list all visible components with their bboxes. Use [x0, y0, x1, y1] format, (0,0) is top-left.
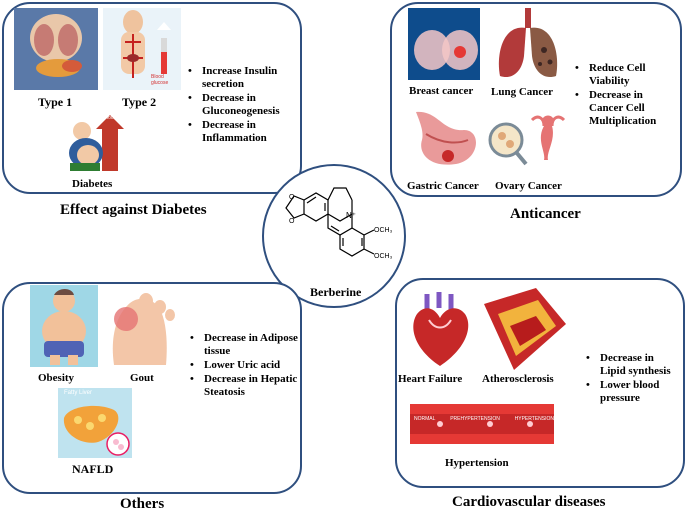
pressure-scale: NORMAL PREHYPERTENSION HYPERTENSION	[414, 416, 554, 422]
fatty-liver-text: Fatty Liver	[64, 390, 93, 396]
obesity-label: Obesity	[38, 372, 75, 384]
bullet-item: Decrease in Lipid synthesis	[586, 352, 682, 378]
hypertension-bar-label: HYPERTENSION	[514, 416, 554, 422]
ovary-cancer-image	[484, 104, 570, 176]
type1-diabetes-image	[14, 8, 98, 90]
och3-bottom-label: OCH₃	[374, 253, 393, 260]
type1-label: Type 1	[38, 95, 73, 109]
bullet-item: Lower blood pressure	[586, 379, 682, 405]
bullet-item: Decrease in Adipose tissue	[190, 332, 298, 358]
svg-text:O: O	[289, 194, 295, 201]
och3-top-label: OCH₃	[374, 227, 393, 234]
gout-image	[104, 285, 182, 367]
anticancer-heading: Anticancer	[510, 206, 581, 222]
anticancer-bullets: Reduce Cell Viability Decrease in Cancer…	[575, 62, 675, 129]
ovary-cancer-label: Ovary Cancer	[495, 180, 562, 192]
gastric-cancer-label: Gastric Cancer	[407, 180, 479, 192]
nafld-label: NAFLD	[72, 462, 114, 476]
blood-sugar-text: Blood sugar	[103, 115, 131, 121]
gout-label: Gout	[130, 372, 154, 384]
bullet-item: Decrease in Inflammation	[188, 119, 298, 145]
breast-cancer-image	[408, 8, 480, 80]
n-plus-label: N⁺	[346, 211, 356, 220]
berberine-title: Berberine	[310, 285, 362, 299]
others-heading: Others	[120, 496, 165, 512]
diabetes-label: Diabetes	[72, 178, 113, 190]
diabetes-image: Blood sugar	[62, 113, 132, 175]
bullet-item: Decrease in Hepatic Steatosis	[190, 373, 298, 399]
others-bullets: Decrease in Adipose tissue Lower Uric ac…	[190, 332, 298, 400]
cardio-bullets: Decrease in Lipid synthesis Lower blood …	[586, 352, 682, 406]
bullet-item: Lower Uric acid	[190, 359, 298, 372]
hypertension-label: Hypertension	[445, 457, 509, 469]
bullet-item: Decrease in Gluconeogenesis	[188, 92, 298, 118]
gastric-cancer-image	[408, 104, 482, 174]
lung-cancer-image	[492, 6, 564, 82]
hypertension-image: NORMAL PREHYPERTENSION HYPERTENSION	[410, 404, 554, 444]
heart-failure-image	[405, 290, 475, 370]
bullet-item: Increase Insulin secretion	[188, 65, 298, 91]
diabetes-bullets: Increase Insulin secretion Decrease in G…	[188, 65, 298, 146]
blood-glucose-text: Blood glucose	[151, 74, 169, 86]
atherosclerosis-image	[484, 288, 566, 370]
prehypertension-label: PREHYPERTENSION	[450, 416, 500, 422]
normal-label: NORMAL	[414, 416, 436, 422]
bullet-item: Decrease in Cancer Cell Multiplication	[575, 89, 675, 128]
type2-label: Type 2	[122, 95, 157, 109]
breast-cancer-label: Breast cancer	[409, 85, 474, 97]
nafld-image: Fatty Liver	[58, 388, 132, 458]
atherosclerosis-label: Atherosclerosis	[482, 373, 554, 385]
diabetes-heading: Effect against Diabetes	[60, 202, 207, 218]
cardio-heading: Cardiovascular diseases	[452, 494, 606, 510]
svg-text:O: O	[289, 218, 295, 225]
type2-diabetes-image: Blood glucose	[103, 8, 181, 90]
heart-failure-label: Heart Failure	[398, 373, 463, 385]
bullet-item: Reduce Cell Viability	[575, 62, 675, 88]
obesity-image	[30, 285, 98, 367]
berberine-structure: O O N⁺ OCH₃ OCH₃	[285, 187, 393, 260]
lung-cancer-label: Lung Cancer	[491, 86, 554, 98]
